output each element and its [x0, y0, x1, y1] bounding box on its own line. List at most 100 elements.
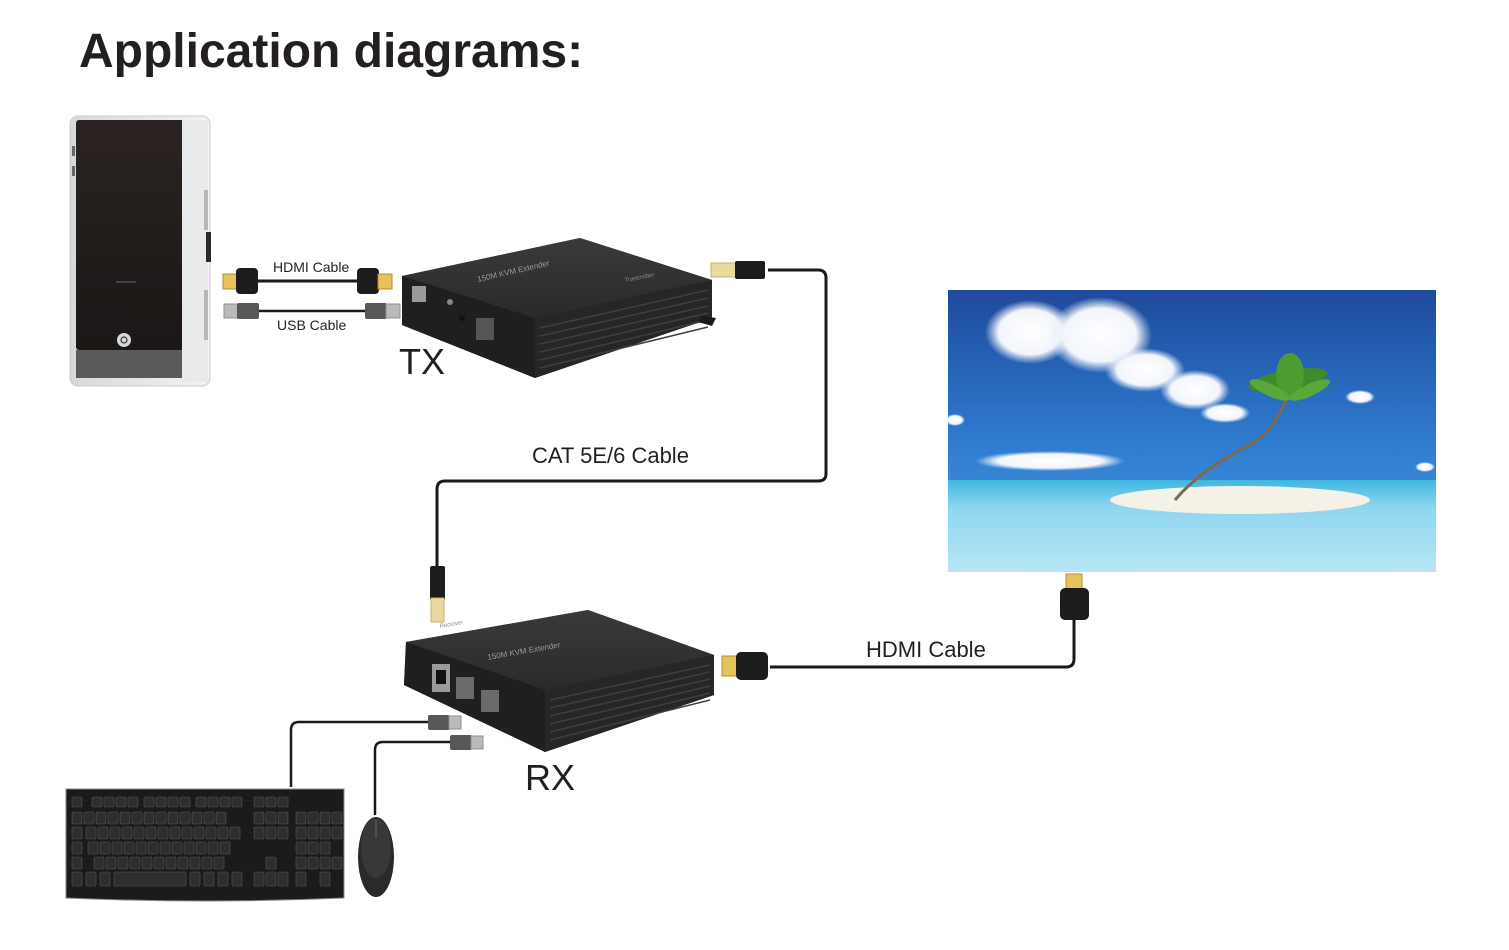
keyboard-key: [203, 871, 215, 887]
keyboard-key: [319, 871, 331, 887]
keyboard-key: [85, 826, 97, 840]
usb-port-icon: [456, 677, 474, 699]
keyboard-icon: [65, 788, 345, 902]
keyboard-key: [201, 856, 213, 870]
keyboard-key: [143, 811, 155, 825]
usb-plug-icon: [365, 303, 387, 319]
keyboard-key: [167, 796, 179, 808]
keyboard-key: [203, 811, 215, 825]
usb-plug-icon: [237, 303, 259, 319]
keyboard-key: [155, 796, 167, 808]
keyboard-key: [167, 811, 179, 825]
keyboard-key: [231, 796, 243, 808]
keyboard-key: [97, 826, 109, 840]
keyboard-key: [133, 826, 145, 840]
hdmi-connector-icon: [222, 273, 238, 290]
keyboard-key: [117, 856, 129, 870]
keyboard-key: [171, 841, 183, 855]
keyboard-key: [143, 796, 155, 808]
keyboard-key: [71, 796, 83, 808]
pc-usb-cable: [223, 303, 401, 319]
pc-hdmi-cable: [222, 268, 393, 294]
tx-transmitter-device: 150M KVM Extender Transmitter: [402, 238, 716, 378]
mouse-icon: [358, 817, 394, 897]
usb-connector-icon: [385, 303, 401, 319]
rj45-plug-icon: [430, 566, 445, 600]
keyboard-key: [91, 796, 103, 808]
rx-subtitle-text: Receiver: [439, 620, 463, 630]
keyboard-key: [207, 841, 219, 855]
keyboard-key: [135, 841, 147, 855]
keyboard-key: [265, 826, 277, 840]
keyboard-key: [277, 871, 289, 887]
keyboard-key: [295, 826, 307, 840]
keyboard-key: [71, 841, 83, 855]
usb-connector-icon: [448, 715, 462, 730]
keyboard-key: [265, 796, 277, 808]
keyboard-key: [83, 811, 95, 825]
keyboard-key: [159, 841, 171, 855]
keyboard-key: [145, 826, 157, 840]
tx-subtitle-text: Transmitter: [624, 272, 655, 284]
keyboard-key: [189, 871, 201, 887]
keyboard-key: [331, 826, 343, 840]
keyboard-key: [107, 811, 119, 825]
power-button-icon: [117, 333, 131, 347]
keyboard-key: [71, 856, 83, 870]
keyboard-key: [179, 796, 191, 808]
keyboard-key: [207, 796, 219, 808]
keyboard-key: [115, 796, 127, 808]
keyboard-key: [195, 841, 207, 855]
keyboard-key: [319, 856, 331, 870]
usb-plug-icon: [428, 715, 450, 730]
keyboard-key: [111, 841, 123, 855]
keyboard-spacebar: [113, 871, 187, 887]
pc-usb-cable-label: USB Cable: [277, 317, 347, 333]
keyboard-key: [307, 841, 319, 855]
keyboard-key: [141, 856, 153, 870]
keyboard-key: [253, 796, 265, 808]
keyboard-key: [307, 856, 319, 870]
display-screen: [945, 290, 1436, 572]
palm-trunk: [1173, 391, 1290, 501]
keyboard-key: [277, 826, 289, 840]
cat-cable: [430, 261, 828, 623]
usb-connector-icon: [470, 735, 484, 750]
pc-hdmi-cable-label: HDMI Cable: [273, 259, 350, 275]
hdmi-plug-icon: [736, 652, 768, 680]
keyboard-key: [177, 856, 189, 870]
keyboard-key: [217, 871, 229, 887]
keyboard-key: [277, 796, 289, 808]
display-hdmi-cable-label: HDMI Cable: [866, 637, 986, 662]
keyboard-key: [219, 796, 231, 808]
keyboard-key: [121, 826, 133, 840]
keyboard-key: [213, 856, 225, 870]
keyboard-key: [103, 796, 115, 808]
keyboard-key: [253, 871, 265, 887]
keyboard-key: [295, 841, 307, 855]
keyboard-key: [127, 796, 139, 808]
hdmi-plug-icon: [1060, 588, 1089, 620]
keyboard-key: [179, 811, 191, 825]
keyboard-key: [71, 826, 83, 840]
display-hdmi-cable: [721, 573, 1089, 680]
keyboard-key: [253, 826, 265, 840]
keyboard-key: [85, 871, 97, 887]
hdmi-plug-icon: [236, 268, 258, 294]
keyboard-key: [193, 826, 205, 840]
page-title: Application diagrams:: [79, 25, 584, 78]
keyboard-key: [157, 826, 169, 840]
usb-port-icon: [481, 690, 499, 712]
keyboard-key: [331, 811, 343, 825]
mouse-usb-cable: [373, 735, 484, 815]
keyboard-key: [265, 856, 277, 870]
keyboard-key: [191, 811, 203, 825]
keyboard-key: [265, 811, 277, 825]
keyboard-key: [205, 826, 217, 840]
keyboard-key: [119, 811, 131, 825]
computer-tower-icon: [69, 115, 211, 387]
hdmi-connector-icon: [377, 273, 393, 290]
cat-cable-label: CAT 5E/6 Cable: [532, 443, 689, 468]
usb-plug-icon: [450, 735, 472, 750]
keyboard-key: [93, 856, 105, 870]
